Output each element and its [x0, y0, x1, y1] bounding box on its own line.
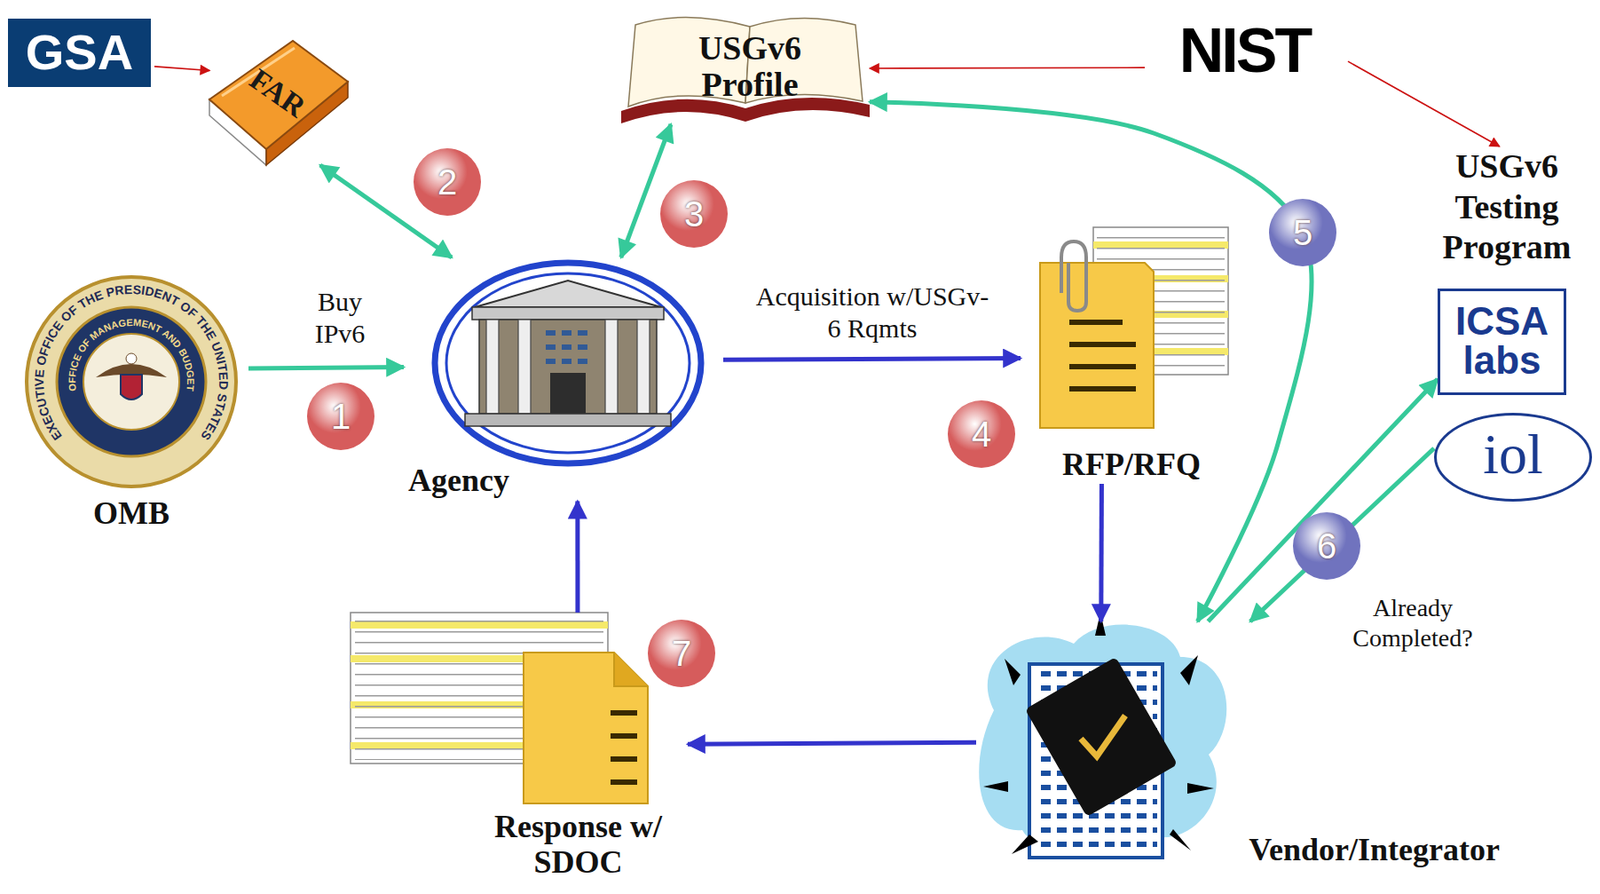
vendor-building-part — [1024, 656, 1178, 817]
seal-band — [56, 307, 206, 457]
vendor-building-part — [1011, 834, 1039, 854]
agency-building-part — [465, 413, 671, 426]
callout-number: 7 — [647, 619, 716, 687]
node-text: Agency — [408, 463, 586, 499]
response-document-part — [610, 756, 638, 762]
gsa-logo — [7, 18, 151, 87]
agency-building-part — [474, 280, 662, 308]
connector-arrow — [154, 66, 210, 71]
agency-building — [434, 262, 702, 464]
response-document-part — [610, 779, 638, 785]
nist-logo: NIST — [1144, 21, 1348, 84]
testing-program: USGv6 Testing ProgramICSA labs iol — [1418, 146, 1600, 511]
connector-arrow — [869, 66, 1145, 69]
connector-arrow — [687, 741, 977, 744]
agency-building-part — [486, 319, 499, 414]
connector-arrow — [1098, 483, 1104, 622]
seal-text: OFFICE OF MANAGEMENT AND BUDGET — [66, 316, 197, 393]
connector-arrow — [248, 367, 404, 370]
agency-building-part — [434, 262, 702, 464]
callout-number: 1 — [307, 382, 375, 450]
rfp-document: RFP/RFQ — [1020, 221, 1246, 484]
agency-building-part — [518, 319, 531, 414]
node-text: Vendor/Integrator — [1189, 832, 1500, 868]
agency-building-part — [550, 372, 586, 414]
rfp-document — [1040, 227, 1229, 428]
vendor-integrator: Vendor/Integrator — [976, 621, 1504, 879]
node-text: Response w/ SDOC — [478, 809, 678, 880]
response-document-part — [610, 709, 638, 716]
vendor-building-part — [978, 624, 1227, 856]
agency-building-part — [446, 273, 690, 453]
agency-building-part — [605, 319, 618, 414]
iol-logo: iol — [1434, 412, 1593, 502]
edge-label: Buy IPv6 — [304, 285, 376, 350]
node-text: FAR — [228, 51, 328, 135]
gsa-logo: GSA — [7, 18, 155, 87]
rfp-document-part — [1040, 262, 1154, 428]
callout-number: 2 — [413, 148, 481, 216]
node-text: OMB — [17, 496, 245, 531]
node-text: RFP/RFQ — [1020, 447, 1243, 483]
rfp-document-part — [1069, 319, 1123, 325]
node-text: USGv6 Testing Program — [1418, 146, 1596, 268]
response-document: Response w/ SDOC — [346, 612, 688, 883]
response-document-part — [614, 652, 648, 686]
profile-book: USGv6 Profile — [621, 12, 870, 125]
node-text: ICSA labs — [1440, 301, 1564, 380]
edge-label: Already Completed? — [1337, 592, 1489, 653]
node-text: USGv6 Profile — [656, 30, 844, 103]
vendor-building-part — [1080, 715, 1126, 757]
eagle-head — [126, 353, 137, 364]
seal-graphic: EXECUTIVE OFFICE OF THE PRESIDENT OF THE… — [17, 271, 245, 492]
edge-label: Acquisition w/USGv-6 Rqmts — [748, 280, 997, 345]
seal-text: EXECUTIVE OFFICE OF THE PRESIDENT OF THE… — [31, 282, 231, 443]
connector-arrow — [869, 102, 1312, 622]
agency-building-part — [637, 319, 650, 414]
callout-number: 5 — [1268, 198, 1337, 267]
profile-book — [621, 16, 870, 124]
vendor-building — [978, 612, 1227, 858]
rfp-document-part — [1069, 341, 1136, 347]
eagle-shield — [120, 374, 142, 400]
rfp-document-part — [1069, 386, 1136, 392]
vendor-building-part — [1180, 654, 1199, 686]
response-document-part — [610, 733, 638, 739]
node-text: iol — [1436, 420, 1590, 489]
seal-ring — [26, 276, 237, 487]
agency-building-part — [479, 319, 657, 414]
response-document — [350, 612, 648, 804]
vendor-building-part — [1187, 782, 1214, 794]
callout-number: 6 — [1292, 512, 1361, 580]
node-text: NIST — [1144, 21, 1345, 81]
agency-building-part — [543, 328, 593, 364]
connector-arrow — [1207, 378, 1438, 622]
vendor-building-part — [983, 780, 1009, 792]
connector-arrow — [575, 501, 580, 613]
vendor-building-part — [1169, 828, 1191, 851]
rfp-document-part — [1061, 241, 1087, 311]
connector-arrow — [1347, 61, 1500, 147]
agency-building-part — [472, 307, 664, 320]
node-text: GSA — [7, 23, 151, 81]
omb-seal: EXECUTIVE OFFICE OF THE PRESIDENT OF THE… — [17, 271, 249, 534]
gsa-logo-part — [7, 18, 151, 87]
vendor-building-part — [1004, 658, 1021, 686]
callout-number: 4 — [947, 400, 1016, 468]
far-book — [209, 40, 348, 166]
far-book: FAR — [202, 39, 350, 166]
rfp-document-part — [1069, 363, 1136, 370]
far-book-part — [209, 40, 348, 150]
callout-number: 3 — [660, 180, 728, 248]
response-document-part — [523, 652, 648, 804]
seal-center — [83, 333, 180, 430]
connector-arrow — [621, 124, 671, 258]
icsa-logo: ICSA labs — [1437, 288, 1567, 395]
agency-building: Agency — [403, 257, 724, 502]
connector-arrow — [723, 357, 1021, 360]
